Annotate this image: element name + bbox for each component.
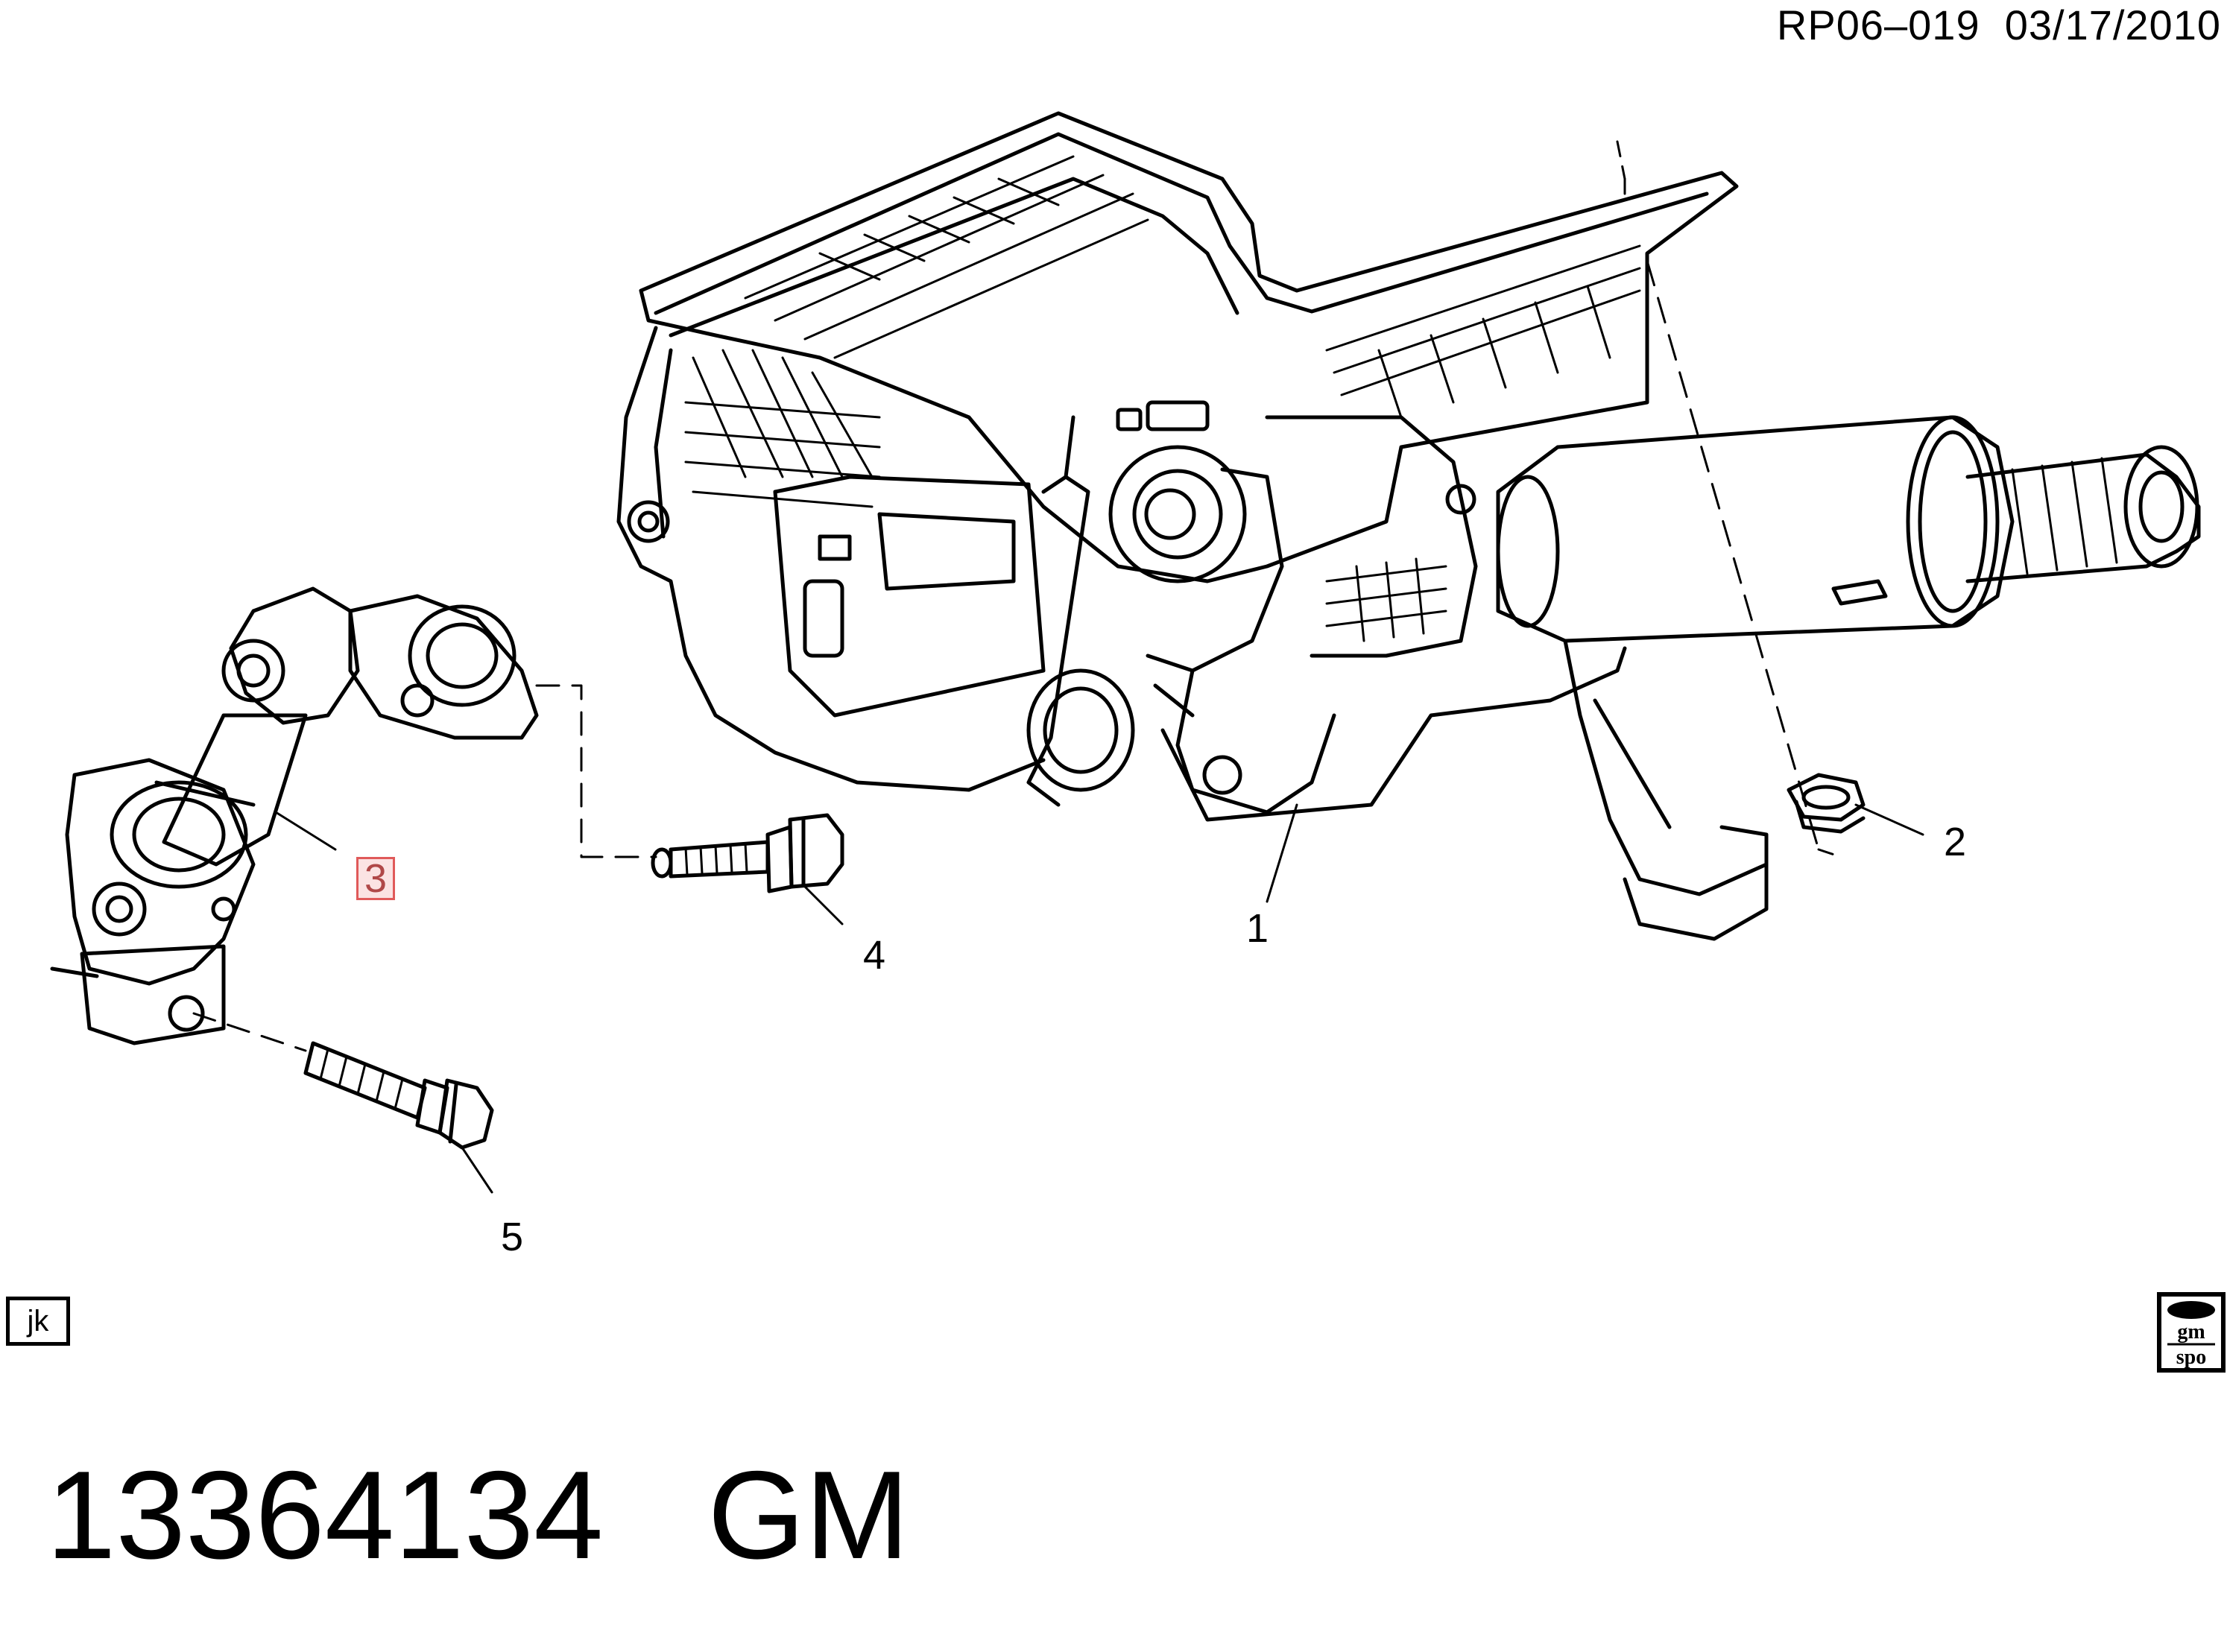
corner-tag: jk	[6, 1297, 70, 1346]
svg-text:gm: gm	[2177, 1320, 2205, 1344]
intermediate-shaft	[50, 586, 539, 1045]
reference-date: 03/17/2010	[2004, 1, 2221, 48]
leader-lines	[192, 140, 1924, 1194]
callout-5: 5	[501, 1215, 524, 1259]
part-number: 13364134	[46, 1445, 604, 1585]
brand-name: GM	[707, 1445, 910, 1585]
callout-4: 4	[863, 933, 886, 978]
callout-1: 1	[1246, 906, 1269, 951]
steering-column-assembly	[616, 111, 2201, 941]
bolt-upper	[651, 813, 844, 893]
gm-spo-logo-icon: gm spo	[2157, 1292, 2226, 1373]
bolt-lower	[303, 1041, 494, 1150]
reference-code: RP06–019	[1776, 1, 1980, 48]
callout-3: 3	[356, 857, 396, 900]
drawing-reference: RP06–019 03/17/2010	[1777, 3, 2221, 48]
part-number-footer: 13364134 GM	[46, 1444, 909, 1586]
callout-2: 2	[1944, 820, 1967, 864]
svg-text:spo: spo	[2176, 1346, 2206, 1369]
